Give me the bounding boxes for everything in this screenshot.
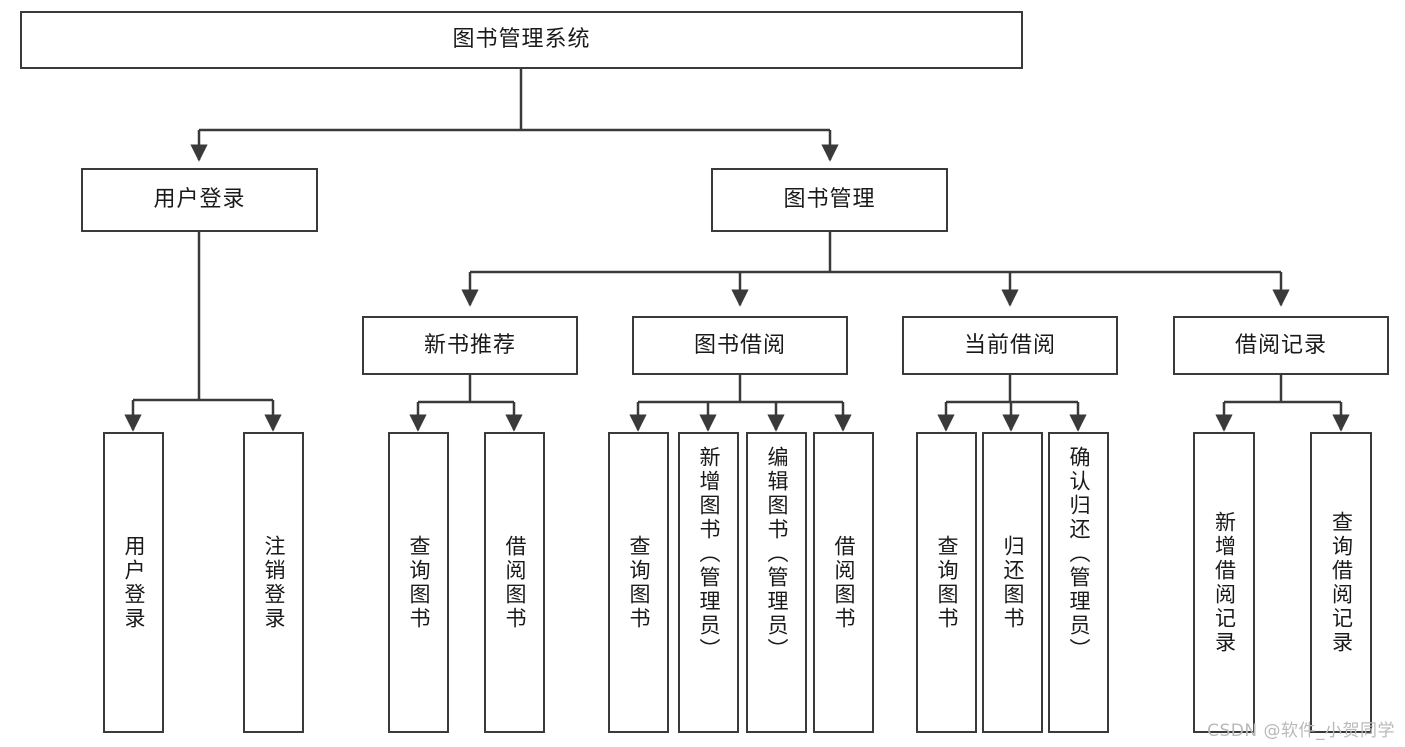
node-leaf-borrow-book-2[interactable]: 借阅图书 <box>813 432 874 733</box>
node-leaf-user-login-label: 用户登录 <box>122 534 146 631</box>
node-leaf-query-book-1[interactable]: 查询图书 <box>388 432 449 733</box>
node-leaf-return-book-label: 归还图书 <box>1001 534 1025 631</box>
node-leaf-add-record-label: 新增借阅记录 <box>1212 510 1237 655</box>
node-root[interactable]: 图书管理系统 <box>20 11 1023 69</box>
node-leaf-query-book-1-label: 查询图书 <box>407 534 431 631</box>
node-user-login-label: 用户登录 <box>153 187 246 212</box>
node-user-login[interactable]: 用户登录 <box>81 168 318 232</box>
node-book-borrow[interactable]: 图书借阅 <box>632 316 848 375</box>
node-leaf-return-book[interactable]: 归还图书 <box>982 432 1043 733</box>
node-leaf-borrow-book-2-label: 借阅图书 <box>832 534 856 631</box>
csdn-watermark: CSDN @软件_小贺同学 <box>1207 721 1395 741</box>
node-leaf-add-book[interactable]: 新增图书（管理员） <box>678 432 739 733</box>
node-leaf-borrow-book-1[interactable]: 借阅图书 <box>484 432 545 733</box>
node-new-book-recommend-label: 新书推荐 <box>423 332 516 358</box>
node-leaf-query-record-label: 查询借阅记录 <box>1329 510 1354 655</box>
node-leaf-user-logout[interactable]: 注销登录 <box>243 432 304 733</box>
node-borrow-record[interactable]: 借阅记录 <box>1173 316 1389 375</box>
node-new-book-recommend[interactable]: 新书推荐 <box>362 316 578 375</box>
node-leaf-add-record[interactable]: 新增借阅记录 <box>1193 432 1255 733</box>
node-borrow-record-label: 借阅记录 <box>1234 332 1327 358</box>
node-leaf-borrow-book-1-label: 借阅图书 <box>503 534 527 631</box>
node-leaf-user-login[interactable]: 用户登录 <box>103 432 164 733</box>
node-leaf-edit-book-label: 编辑图书（管理员） <box>765 446 789 662</box>
node-current-borrow[interactable]: 当前借阅 <box>902 316 1118 375</box>
node-leaf-user-logout-label: 注销登录 <box>262 534 286 631</box>
node-leaf-query-book-3-label: 查询图书 <box>935 534 959 631</box>
node-book-manage-label: 图书管理 <box>783 187 876 212</box>
node-leaf-query-book-2-label: 查询图书 <box>627 534 651 631</box>
node-book-borrow-label: 图书借阅 <box>693 332 786 358</box>
node-current-borrow-label: 当前借阅 <box>963 332 1056 358</box>
node-leaf-edit-book[interactable]: 编辑图书（管理员） <box>746 432 807 733</box>
node-leaf-confirm-return[interactable]: 确认归还（管理员） <box>1048 432 1109 733</box>
node-book-manage[interactable]: 图书管理 <box>711 168 948 232</box>
node-leaf-query-book-3[interactable]: 查询图书 <box>916 432 977 733</box>
node-leaf-add-book-label: 新增图书（管理员） <box>697 446 721 662</box>
node-leaf-confirm-return-label: 确认归还（管理员） <box>1067 446 1091 662</box>
node-root-label: 图书管理系统 <box>452 27 591 52</box>
node-leaf-query-book-2[interactable]: 查询图书 <box>608 432 669 733</box>
node-leaf-query-record[interactable]: 查询借阅记录 <box>1310 432 1372 733</box>
